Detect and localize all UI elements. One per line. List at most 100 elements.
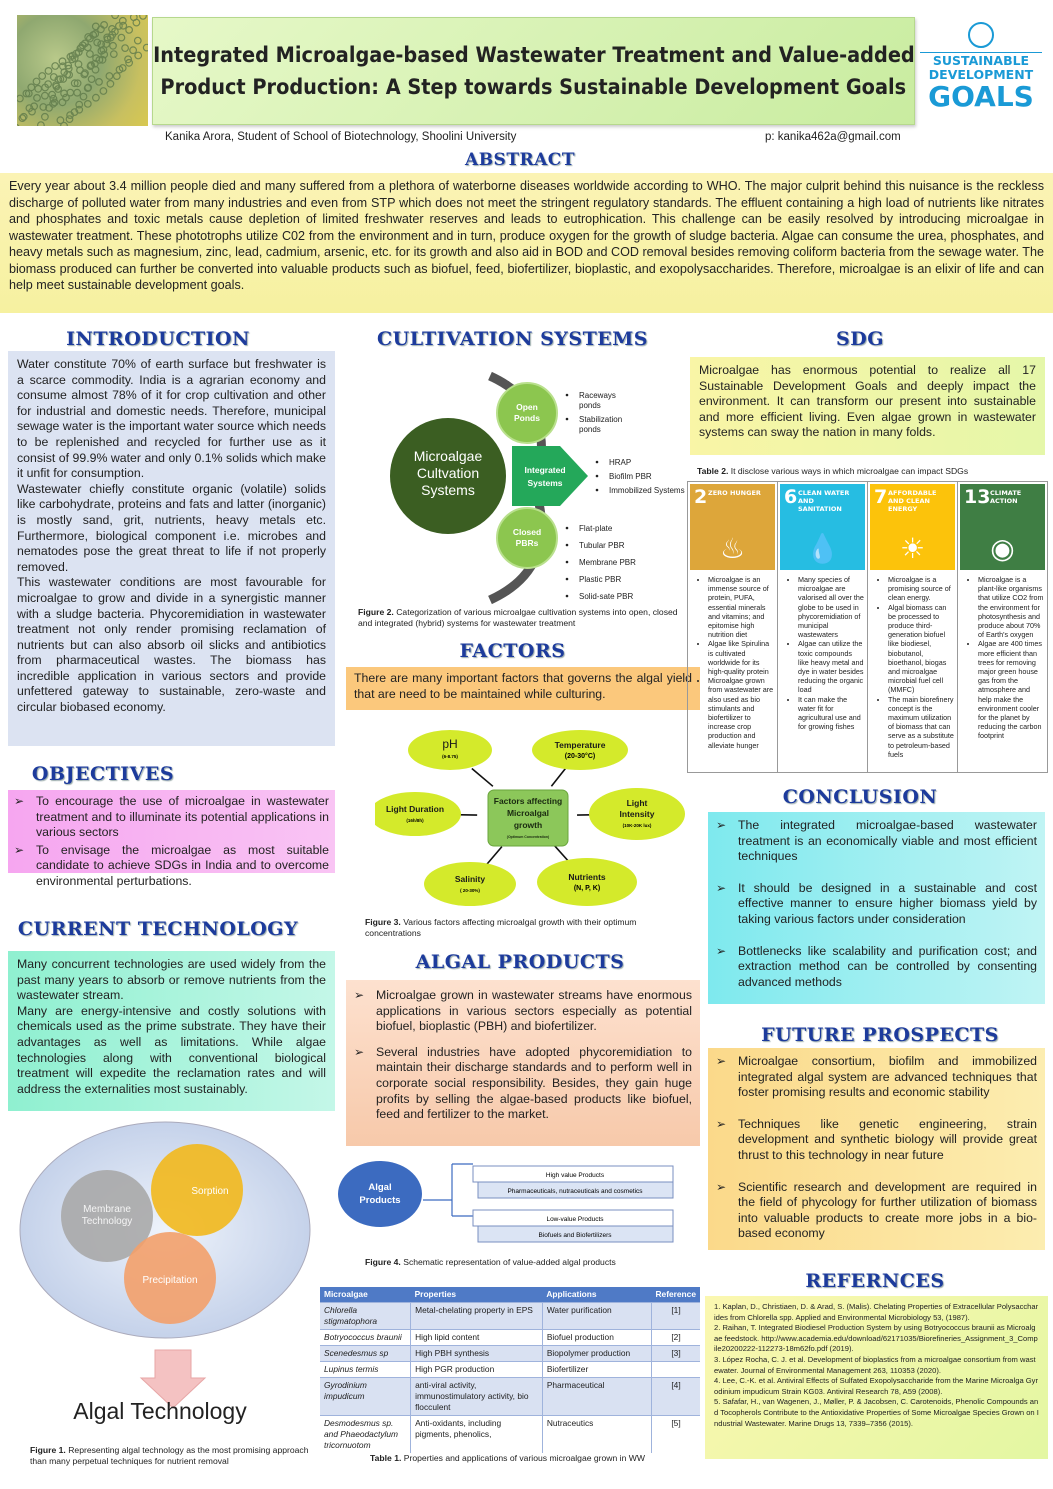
algae-cell	[64, 61, 73, 70]
table-cell: [4]	[650, 1377, 700, 1416]
algae-cell	[98, 55, 107, 64]
table-cell: Chlorella stigmatophora	[320, 1302, 411, 1330]
bullet	[595, 488, 599, 492]
objectives-list: To encourage the use of microalgae in wa…	[14, 794, 329, 890]
algae-cell	[83, 99, 92, 108]
algae-cell	[99, 45, 108, 54]
sdg-impact-item: It can make the water fit for agricultur…	[798, 695, 864, 732]
sdg-heading: SDG	[836, 328, 884, 350]
algae-cell	[103, 33, 112, 42]
algae-cell	[73, 79, 82, 88]
caption-label: Figure 3.	[365, 917, 401, 927]
low-value-label: Low-value Products	[546, 1216, 604, 1223]
low-value-items: Biofuels and Biofertilizers	[539, 1232, 613, 1239]
figure3-caption: Figure 3. Various factors affecting micr…	[365, 917, 685, 939]
high-value-items-box	[477, 1181, 674, 1199]
references-heading: REFERNCES	[805, 1270, 945, 1292]
factor-value: ( 20-30%)	[460, 888, 480, 893]
algae-cell	[87, 61, 96, 69]
caption-text: Various factors affecting microalgal gro…	[365, 917, 637, 938]
sdg-title: AFFORDABLE AND CLEAN ENERGY	[888, 489, 937, 513]
conclusion-item: The integrated microalgae-based wastewat…	[716, 818, 1037, 865]
algae-cell	[37, 121, 45, 126]
poster-title-line1: Integrated Microalgae-based Wastewater T…	[152, 43, 915, 67]
sdg-impact-list: Many species of microalgae are valorised…	[778, 572, 867, 772]
algae-cell	[70, 54, 79, 63]
conclusion-heading: CONCLUSION	[782, 786, 938, 808]
algae-cell	[56, 116, 65, 125]
algae-cell	[32, 77, 41, 86]
factor-value: (6-8.75)	[442, 754, 458, 759]
conclusion-box: The integrated microalgae-based wastewat…	[708, 812, 1045, 1004]
algae-cell	[87, 75, 96, 83]
future-item: Techniques like genetic engineering, str…	[716, 1117, 1037, 1164]
reference-item: 2. Raihan, T. Integrated Biodiesel Produ…	[714, 1323, 1038, 1354]
bullet	[565, 393, 569, 397]
table2-caption: Table 2. It disclose various ways in whi…	[697, 466, 1037, 477]
algae-cell	[64, 64, 73, 73]
table-cell: [2]	[650, 1329, 700, 1346]
sdg-number: 6	[784, 486, 798, 508]
table-cell: [5]	[650, 1415, 700, 1453]
table-cell: Anti-oxidants, including pigments, pheno…	[410, 1415, 543, 1453]
algae-cell	[38, 72, 47, 80]
figure2-caption: Figure 2. Categorization of various micr…	[358, 607, 688, 629]
factor-node-light-intensity	[589, 788, 685, 840]
center-circle	[390, 418, 506, 534]
table-cell: Lupinus termis	[320, 1361, 411, 1378]
algae-cell	[75, 105, 84, 114]
factor-value: (N, P, K)	[574, 885, 600, 892]
algae-cell	[105, 72, 114, 80]
algae-cell	[124, 55, 132, 64]
algae-cell	[19, 112, 28, 121]
algae-cell	[18, 114, 27, 122]
table-row: Desmodesmus sp. and Phaeodactylum tricor…	[320, 1415, 700, 1453]
eye-globe-icon: ◉	[990, 532, 1015, 565]
factors-box: There are many important factors that go…	[346, 667, 700, 710]
sdg-impact-item: Algae are 400 times more efficient than …	[978, 639, 1044, 740]
author: Kanika Arora, Student of School of Biote…	[165, 131, 517, 143]
sdg-number: 7	[874, 486, 888, 508]
future-item: Microalgae consortium, biofilm and immob…	[716, 1054, 1037, 1101]
current-tech-paragraph: Many are energy-intensive and costly sol…	[17, 1003, 326, 1096]
intro-paragraph: Water constitute 70% of earth surface bu…	[17, 357, 326, 481]
sdg-impact-item: Microalgae is an immense source of prote…	[708, 575, 774, 639]
email: p: kanika462a@gmail.com	[765, 131, 901, 143]
sdg-impact-item: Algal biomass can be processed to produc…	[888, 603, 954, 695]
factor-node-ph	[408, 730, 492, 770]
algae-cell	[41, 91, 49, 100]
figure4-caption: Figure 4. Schematic representation of va…	[365, 1257, 685, 1268]
poster-title-line2: Product Production: A Step towards Susta…	[160, 75, 907, 99]
algae-cell	[111, 15, 119, 20]
sdg-impact-item: Algae like Spirulina is cultivated world…	[708, 639, 774, 676]
cultivation-list-item: Biofilm PBR	[609, 472, 652, 481]
down-arrow-icon	[139, 1349, 207, 1409]
factor-node-salinity	[424, 862, 516, 906]
caption-text: Schematic representation of value-added …	[403, 1257, 616, 1267]
table-cell: High lipid content	[410, 1329, 543, 1346]
sdg-number: 2	[694, 486, 708, 508]
future-list: Microalgae consortium, biofilm and immob…	[716, 1054, 1037, 1242]
algae-cell	[121, 44, 129, 52]
algae-cell	[83, 43, 92, 52]
closed-pbrs-circle	[496, 507, 558, 569]
algae-cell	[49, 94, 58, 103]
algae-cell	[85, 50, 94, 58]
algae-cell	[60, 121, 68, 126]
algal-products-heading: ALGAL PRODUCTS	[415, 951, 625, 973]
factors-heading: FACTORS	[459, 640, 566, 662]
algae-cell	[33, 93, 41, 102]
algae-cell	[17, 123, 20, 126]
algae-cell	[44, 67, 53, 75]
sdg-title: CLIMATE ACTION	[990, 489, 1022, 505]
algae-cell	[41, 112, 49, 121]
current-technology-heading: CURRENT TECHNOLOGY	[17, 918, 299, 940]
abstract-box: Every year about 3.4 million people died…	[0, 173, 1053, 313]
algae-cell	[84, 33, 93, 41]
algae-cell	[108, 24, 116, 33]
